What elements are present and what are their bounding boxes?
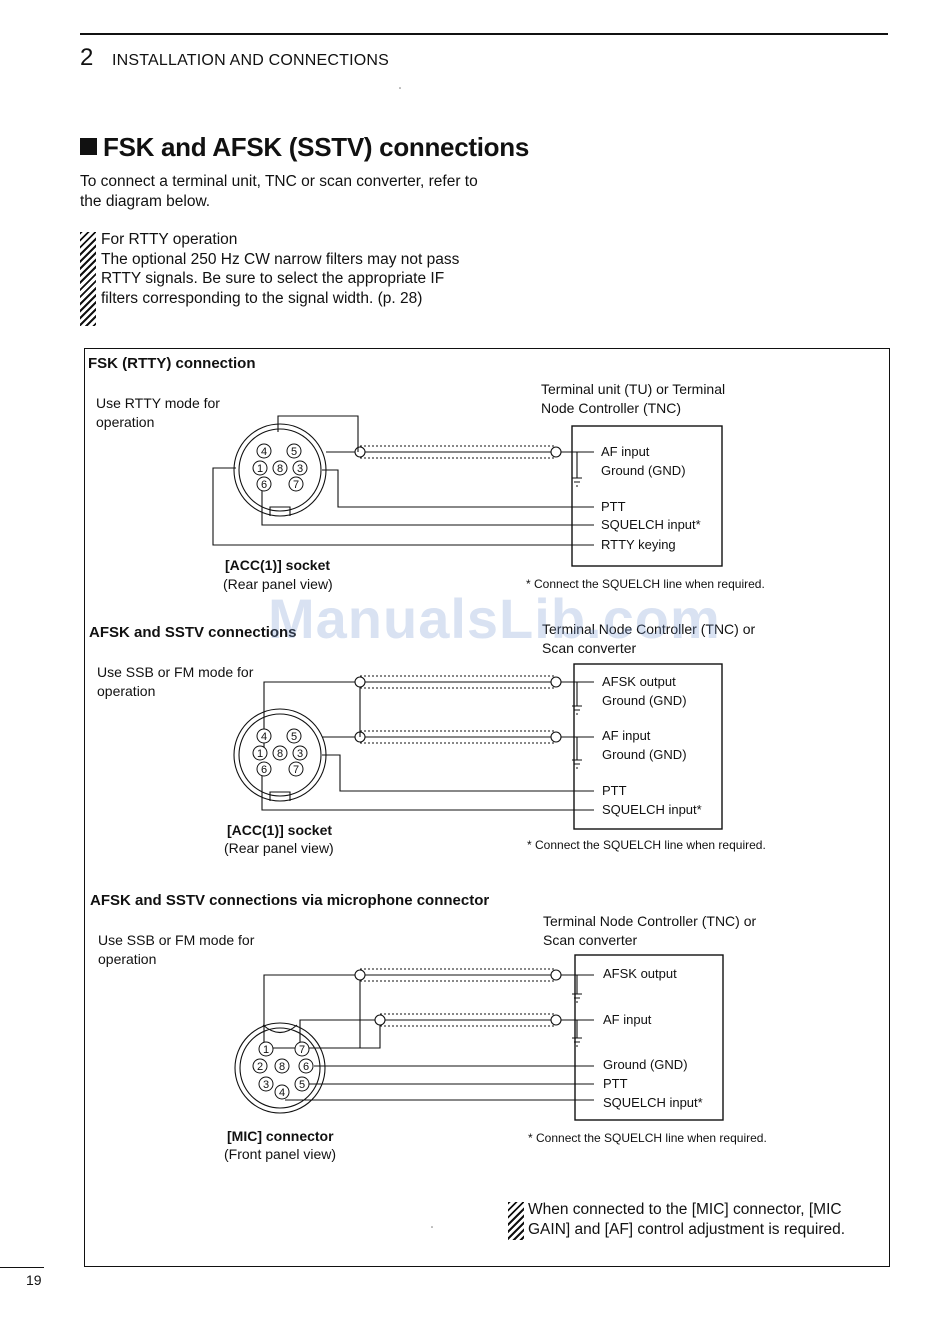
afsk-pin-ptt: PTT: [602, 783, 627, 798]
watermark: ManualsLib.com: [268, 587, 721, 650]
fsk-acc-pin-number: 5: [291, 446, 297, 458]
fsk-acc-pin-number: 3: [297, 463, 303, 475]
fsk-socket-view: (Rear panel view): [223, 576, 333, 592]
rtty-note-body: The optional 250 Hz CW narrow filters ma…: [101, 250, 460, 307]
afsk-acc-pin-5: [286, 728, 302, 744]
mic-pin-8: [274, 1058, 290, 1074]
mic-footnote: * Connect the SQUELCH line when required…: [528, 1131, 767, 1145]
afsk-pin-af-input: AF input: [602, 728, 651, 743]
fsk-acc-pin-5: [286, 443, 302, 459]
footer-rule: [0, 1267, 44, 1268]
fsk-pin-af-input: AF input: [601, 444, 650, 459]
mic-title: AFSK and SSTV connections via microphone…: [90, 892, 490, 909]
afsk-socket-view: (Rear panel view): [224, 840, 334, 856]
fsk-acc-pin-6: [256, 476, 272, 492]
mic-pin-6: [298, 1058, 314, 1074]
fsk-acc-pin-number: 8: [277, 463, 283, 475]
chapter-title: INSTALLATION AND CONNECTIONS: [112, 52, 390, 69]
fsk-device: Terminal unit (TU) or Terminal Node Cont…: [541, 381, 726, 416]
mic-pin-number: 6: [303, 1061, 309, 1073]
mic-pin-2: [252, 1058, 268, 1074]
fsk-acc-pin-number: 1: [257, 463, 263, 475]
afsk-acc-pin-7: [288, 761, 304, 777]
afsk-footnote: * Connect the SQUELCH line when required…: [527, 838, 766, 852]
mic-pin-5: [294, 1076, 310, 1092]
fsk-mode-note: Use RTTY mode for operation: [96, 395, 220, 430]
afsk-pin-afsk-out: AFSK output: [602, 674, 676, 689]
fsk-pin-gnd: Ground (GND): [601, 463, 686, 478]
mic-connector-label: [MIC] connector: [227, 1128, 334, 1144]
section-intro: To connect a terminal unit, TNC or scan …: [80, 173, 478, 210]
diagram-frame: [84, 348, 890, 1267]
section-title: FSK and AFSK (SSTV) connections: [80, 132, 529, 163]
fsk-title: FSK (RTTY) connection: [88, 355, 256, 372]
fsk-acc-pin-number: 6: [261, 479, 267, 491]
afsk-acc-pin-8: [272, 745, 288, 761]
fsk-acc-pin-7: [288, 476, 304, 492]
afsk-mode-note: Use SSB or FM mode for operation: [97, 664, 254, 699]
mic-pin-ptt: PTT: [603, 1076, 628, 1091]
fsk-acc-pin-8: [272, 460, 288, 476]
chapter-number: 2: [80, 44, 94, 71]
mic-connector-view: (Front panel view): [224, 1146, 337, 1162]
mic-device: Terminal Node Controller (TNC) or Scan c…: [543, 913, 757, 948]
fsk-terminal-box: [571, 425, 723, 567]
fsk-acc-pin-number: 4: [261, 446, 267, 458]
afsk-terminal-box: [573, 663, 723, 830]
mic-note: When connected to the [MIC] connector, […: [528, 1201, 846, 1238]
page-number: 19: [26, 1272, 42, 1288]
afsk-acc-pin-number: 8: [277, 748, 283, 760]
afsk-acc-pin-number: 6: [261, 764, 267, 776]
mic-pin-number: 8: [279, 1061, 285, 1073]
afsk-device: Terminal Node Controller (TNC) or Scan c…: [542, 621, 756, 656]
note-hatch-icon: [508, 1202, 524, 1240]
mic-pin-af-input: AF input: [603, 1012, 652, 1027]
afsk-acc-pin-4: [256, 728, 272, 744]
mic-pin-4: [274, 1084, 290, 1100]
section-title-text: FSK and AFSK (SSTV) connections: [103, 132, 529, 162]
fsk-acc-pin-4: [256, 443, 272, 459]
mic-pin-3: [258, 1076, 274, 1092]
afsk-acc-pin-number: 3: [297, 748, 303, 760]
afsk-pin-squelch: SQUELCH input*: [602, 802, 702, 817]
mic-mode-note: Use SSB or FM mode for operation: [98, 932, 255, 967]
fsk-acc-pin-number: 7: [293, 479, 299, 491]
header-rule: [80, 33, 888, 35]
afsk-acc-pin-3: [292, 745, 308, 761]
fsk-pin-squelch: SQUELCH input*: [601, 517, 701, 532]
afsk-pin-gnd-1: Ground (GND): [602, 693, 687, 708]
mic-pin-1: [258, 1041, 274, 1057]
mic-pin-number: 7: [299, 1044, 305, 1056]
mic-pin-afsk-out: AFSK output: [603, 966, 677, 981]
afsk-socket-label: [ACC(1)] socket: [227, 822, 333, 838]
mic-pin-number: 5: [299, 1079, 305, 1091]
afsk-acc-pin-number: 1: [257, 748, 263, 760]
rtty-note: For RTTY operation The optional 250 Hz C…: [101, 230, 471, 308]
mic-pin-number: 4: [279, 1087, 285, 1099]
rtty-note-heading: For RTTY operation: [101, 231, 238, 248]
mic-pin-number: 3: [263, 1079, 269, 1091]
fsk-socket-label: [ACC(1)] socket: [225, 557, 331, 573]
afsk-acc-pin-number: 7: [293, 764, 299, 776]
mic-pin-squelch: SQUELCH input*: [603, 1095, 703, 1110]
afsk-acc-pin-1: [252, 745, 268, 761]
afsk-acc-pin-number: 4: [261, 731, 267, 743]
fsk-pin-rtty: RTTY keying: [601, 537, 676, 552]
afsk-title: AFSK and SSTV connections: [89, 624, 297, 641]
mic-pin-gnd: Ground (GND): [603, 1057, 688, 1072]
note-hatch-icon: [80, 232, 96, 326]
afsk-acc-pin-number: 5: [291, 731, 297, 743]
fsk-acc-pin-3: [292, 460, 308, 476]
fsk-footnote: * Connect the SQUELCH line when required…: [526, 577, 765, 591]
mic-pin-number: 2: [257, 1061, 263, 1073]
mic-pin-7: [294, 1041, 310, 1057]
mic-connector-circle: [234, 1022, 326, 1114]
afsk-pin-gnd-2: Ground (GND): [602, 747, 687, 762]
afsk-acc-pin-6: [256, 761, 272, 777]
mic-pin-number: 1: [263, 1044, 269, 1056]
fsk-acc-pin-1: [252, 460, 268, 476]
section-bullet-icon: [80, 138, 97, 155]
fsk-pin-ptt: PTT: [601, 499, 626, 514]
